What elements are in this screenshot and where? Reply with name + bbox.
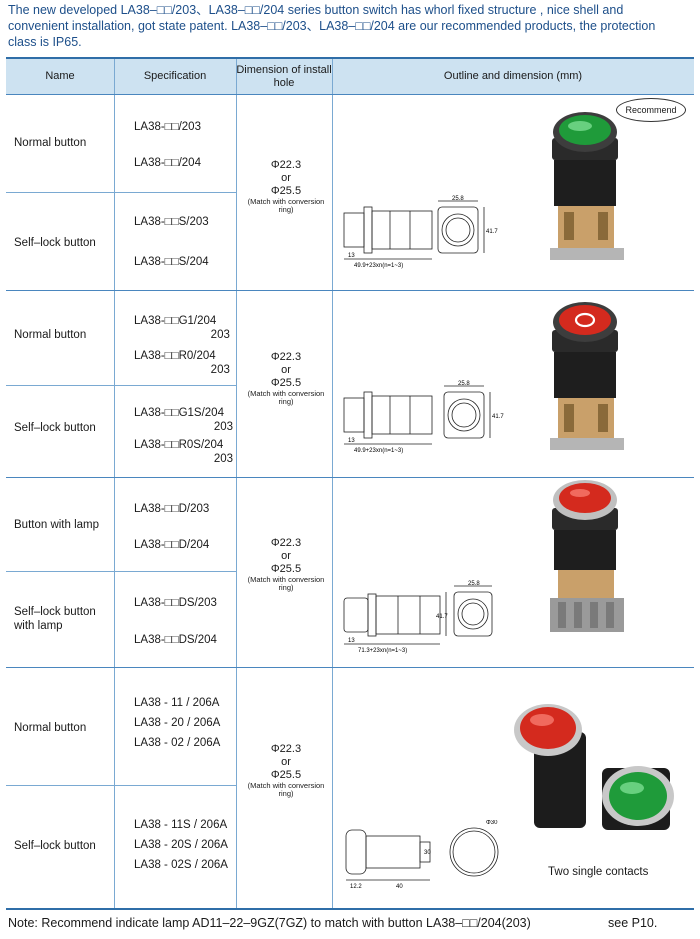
row-name: Self–lock button [14, 840, 96, 852]
header-outline: Outline and dimension (mm) [443, 70, 583, 82]
row-name: Self–lock button [14, 237, 96, 249]
table-header: Name Specification Dimension of install … [6, 59, 694, 94]
svg-text:25.8: 25.8 [468, 581, 480, 587]
intro-line-1: The new developed LA38–□□/203、LA38–□□/20… [8, 3, 624, 17]
spec-item: LA38-□□DS/203 [134, 597, 217, 609]
outline-drawing: 25.8 41.7 13 71.3+23xn(n=1~3) [343, 581, 493, 654]
spec-item: LA38 - 20 / 206A [134, 717, 221, 729]
svg-text:49.9+23xn(n=1~3): 49.9+23xn(n=1~3) [354, 263, 403, 269]
svg-text:30: 30 [424, 850, 431, 856]
lamp-button-photo [550, 480, 624, 632]
svg-text:41.7: 41.7 [436, 614, 448, 620]
svg-text:25.8: 25.8 [452, 196, 464, 202]
spec-item: LA38-□□D/203 [134, 503, 210, 515]
green-button-photo [550, 112, 624, 260]
svg-text:49.9+23xn(n=1~3): 49.9+23xn(n=1~3) [354, 448, 403, 454]
svg-text:12.2: 12.2 [350, 884, 362, 890]
intro-line-2: convenient installation, got state paten… [8, 19, 656, 33]
outline-drawing: Φ30 30 12.2 40 [345, 820, 499, 890]
spec-item: LA38-□□/204 [134, 157, 201, 169]
spec-item: LA38 - 20S / 206A [134, 839, 228, 851]
svg-text:71.3+23xn(n=1~3): 71.3+23xn(n=1~3) [358, 648, 407, 654]
spec-item: LA38-□□S/204 [134, 256, 209, 268]
row-name: Normal button [14, 137, 87, 149]
svg-text:13: 13 [348, 253, 355, 259]
spec-item: LA38 - 02 / 206A [134, 737, 221, 749]
header-dimension: Dimension of install hole [236, 63, 332, 89]
svg-text:25.8: 25.8 [458, 381, 470, 387]
outline-drawing: 25.8 41.7 13 49.9+23xn(n=1~3) [343, 381, 504, 454]
spec-item: LA38 - 11S / 206A [134, 819, 228, 831]
svg-text:40: 40 [396, 884, 403, 890]
compact-buttons-photo [514, 704, 674, 830]
page-reference: see P10. [608, 916, 658, 930]
spec-item: LA38-□□S/203 [134, 216, 209, 228]
intro-line-3: class is IP65. [8, 35, 82, 49]
spec-item: LA38-□□DS/204 [134, 634, 217, 646]
spec-item: LA38-□□R0/204 203 [134, 350, 230, 376]
outline-drawing: 25.8 41.7 13 49.9+23xn(n=1~3) [343, 196, 498, 269]
spec-item: LA38-□□G1S/204 203 [134, 407, 234, 433]
recommend-badge: Recommend [616, 98, 686, 122]
svg-text:41.7: 41.7 [492, 414, 504, 420]
intro-paragraph: The new developed LA38–□□/203、LA38–□□/20… [8, 2, 692, 50]
row-name: Self–lock button [14, 422, 96, 434]
header-name: Name [45, 70, 75, 82]
spec-item: LA38-□□G1/204 203 [134, 315, 230, 341]
row-name: Normal button [14, 329, 87, 341]
red-o-button-photo [550, 302, 624, 450]
svg-text:13: 13 [348, 638, 355, 644]
svg-text:41.7: 41.7 [486, 229, 498, 235]
product-table: Name Specification Dimension of install … [6, 57, 694, 910]
spec-item: LA38-□□R0S/204 203 [134, 439, 234, 465]
row-name: Normal button [14, 722, 87, 734]
row-name: Self–lock button with lamp [14, 606, 96, 632]
photo-caption: Two single contacts [548, 866, 649, 878]
svg-text:Φ30: Φ30 [486, 820, 498, 826]
spec-item: LA38-□□D/204 [134, 539, 210, 551]
spec-item: LA38 - 11 / 206A [134, 697, 220, 709]
header-specification: Specification [143, 70, 207, 82]
svg-text:13: 13 [348, 438, 355, 444]
row-name: Button with lamp [14, 519, 100, 531]
footer-note: Note: Recommend indicate lamp AD11–22–9G… [8, 916, 531, 930]
spec-item: LA38 - 02S / 206A [134, 859, 228, 871]
spec-item: LA38-□□/203 [134, 121, 201, 133]
